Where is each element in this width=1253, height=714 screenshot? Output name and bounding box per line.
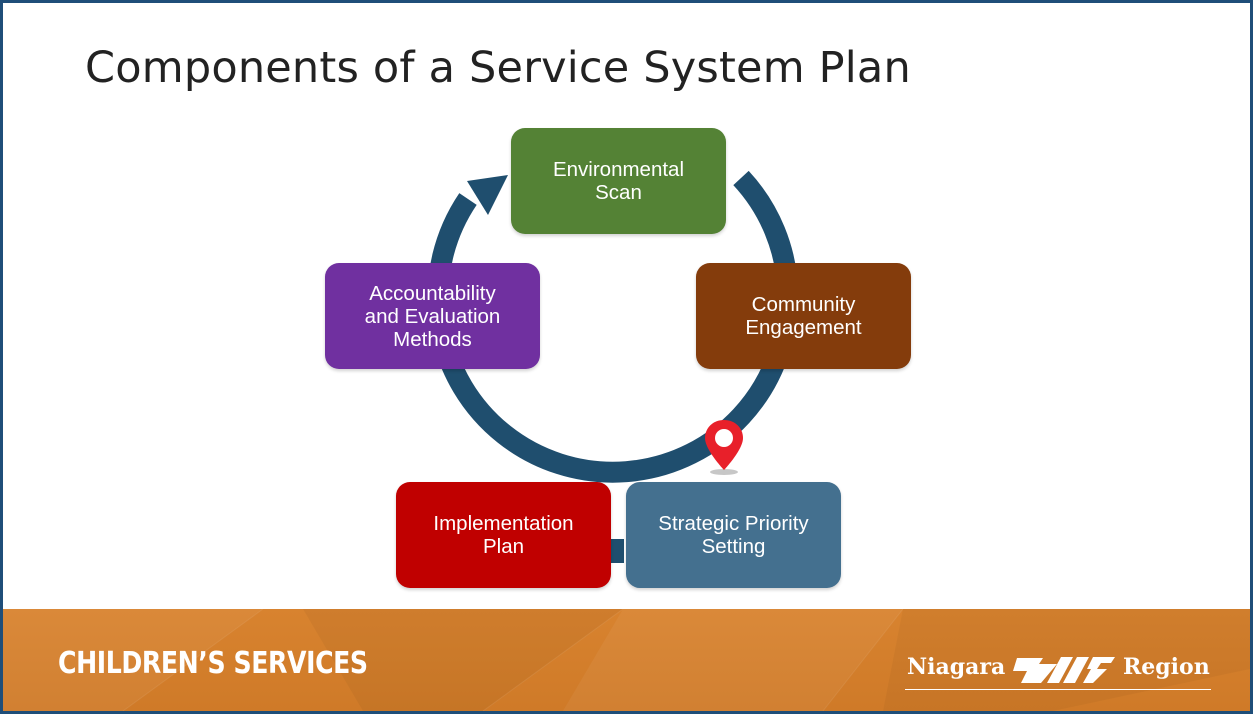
step-label: Strategic Priority Setting (658, 512, 809, 558)
step-strategic-priority-setting: Strategic Priority Setting (626, 482, 841, 588)
step-community-engagement: Community Engagement (696, 263, 911, 369)
footer-texture (3, 609, 904, 711)
step-label: Environmental Scan (552, 158, 685, 204)
step-label: Community Engagement (745, 293, 862, 339)
cycle-connector (608, 539, 624, 563)
step-implementation-plan: Implementation Plan (396, 482, 611, 588)
niagara-region-logo: Niagara Region (905, 647, 1211, 690)
footer-banner: CHILDREN’S SERVICES Niagara Region (3, 609, 1250, 711)
location-pin-icon (705, 420, 743, 475)
step-environmental-scan: Environmental Scan (511, 128, 726, 234)
department-name: CHILDREN’S SERVICES (58, 646, 368, 681)
step-label: Implementation Plan (433, 512, 574, 558)
niagara-region-logo-mark (1013, 657, 1115, 683)
logo-word-left: Niagara (907, 654, 1006, 680)
logo-word-right: Region (1123, 654, 1210, 680)
step-label: Accountability and Evaluation Methods (364, 281, 501, 351)
step-accountability-evaluation: Accountability and Evaluation Methods (325, 263, 540, 369)
cycle-arrowhead (467, 175, 508, 215)
slide-title: Components of a Service System Plan (85, 43, 911, 93)
